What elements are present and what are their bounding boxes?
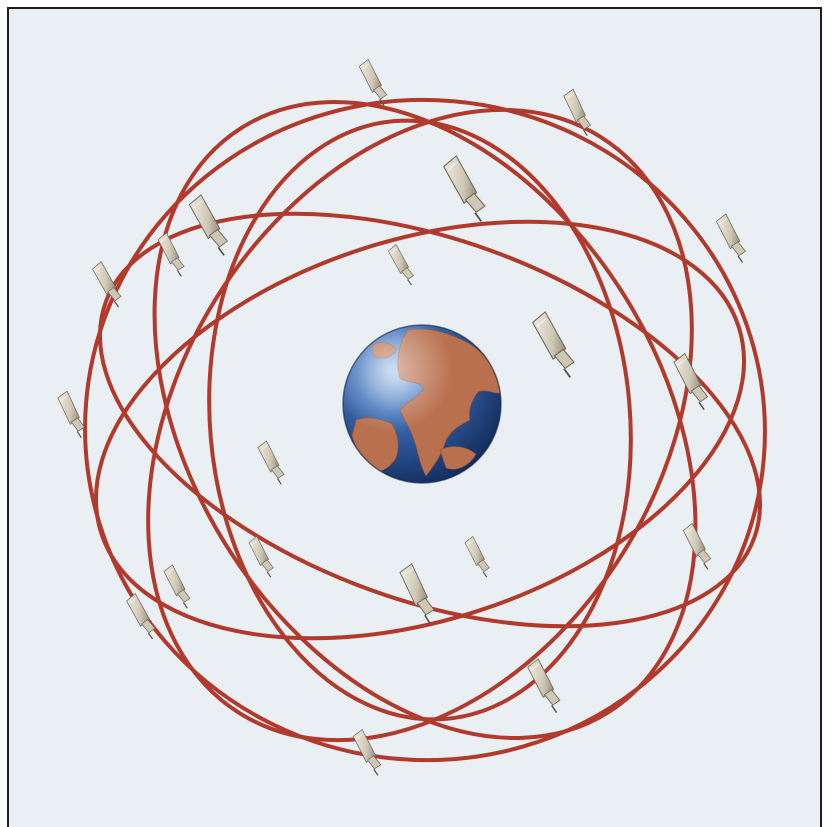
satellite-icon: [257, 439, 287, 487]
satellite-icon: [387, 243, 417, 288]
satellite-icon: [399, 562, 438, 627]
satellite-icon: [57, 390, 87, 441]
satellite-icon: [464, 535, 492, 581]
satellite-icon: [531, 309, 579, 383]
satellite-icon: [526, 657, 563, 717]
satellite-icon: [682, 522, 714, 573]
satellite-icon: [715, 212, 749, 266]
earth-globe: [343, 325, 502, 483]
satellite-icon: [163, 563, 193, 611]
satellite-icon: [442, 153, 490, 227]
satellite-icon: [248, 535, 276, 581]
